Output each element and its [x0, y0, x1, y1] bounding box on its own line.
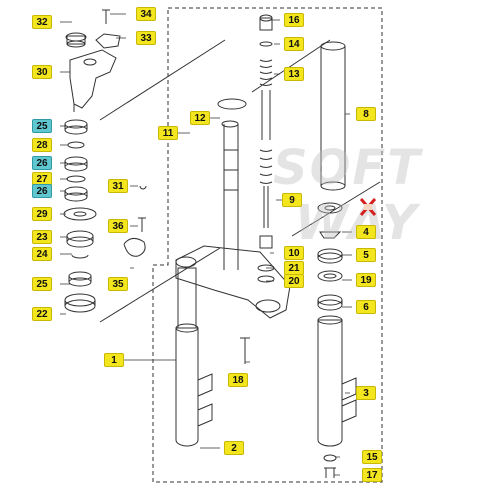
callout-part-19: 19 [356, 273, 376, 287]
left-fork-leg [175, 267, 213, 447]
callout-part-13: 13 [284, 67, 304, 81]
callout-part-14: 14 [284, 37, 304, 51]
callout-part-33: 33 [136, 31, 156, 45]
callout-part-15: 15 [362, 450, 382, 464]
callout-part-5: 5 [356, 248, 376, 262]
right-fork-parts [317, 41, 357, 478]
callout-part-8: 8 [356, 107, 376, 121]
callout-part-26: 26 [32, 156, 52, 170]
steering-stem [175, 98, 291, 319]
callout-part-10: 10 [284, 246, 304, 260]
callout-part-9: 9 [282, 193, 302, 207]
callout-part-2: 2 [224, 441, 244, 455]
callout-part-17: 17 [362, 468, 382, 482]
callout-part-20: 20 [284, 274, 304, 288]
callout-part-22: 22 [32, 307, 52, 321]
callout-part-32: 32 [32, 15, 52, 29]
callout-part-18: 18 [228, 373, 248, 387]
callout-part-11: 11 [158, 126, 178, 140]
callout-part-34: 34 [136, 7, 156, 21]
callout-part-35: 35 [108, 277, 128, 291]
callout-part-16: 16 [284, 13, 304, 27]
callout-part-36: 36 [108, 219, 128, 233]
callout-part-1: 1 [104, 353, 124, 367]
callout-part-29: 29 [32, 207, 52, 221]
callout-part-4: 4 [356, 225, 376, 239]
callout-part-31: 31 [108, 179, 128, 193]
callout-part-12: 12 [190, 111, 210, 125]
callout-part-3: 3 [356, 386, 376, 400]
callout-part-6: 6 [356, 300, 376, 314]
callout-part-26b: 26 [32, 184, 52, 198]
callout-part-25b: 25 [32, 277, 52, 291]
assembly-boundary [152, 7, 383, 483]
inner-parts [257, 14, 275, 283]
warning-mark-icon [360, 198, 376, 216]
callout-part-25: 25 [32, 119, 52, 133]
callout-part-28: 28 [32, 138, 52, 152]
callout-part-24: 24 [32, 247, 52, 261]
callout-part-21: 21 [284, 261, 304, 275]
callout-part-23: 23 [32, 230, 52, 244]
left-parts-stack [63, 32, 117, 313]
callout-part-30: 30 [32, 65, 52, 79]
